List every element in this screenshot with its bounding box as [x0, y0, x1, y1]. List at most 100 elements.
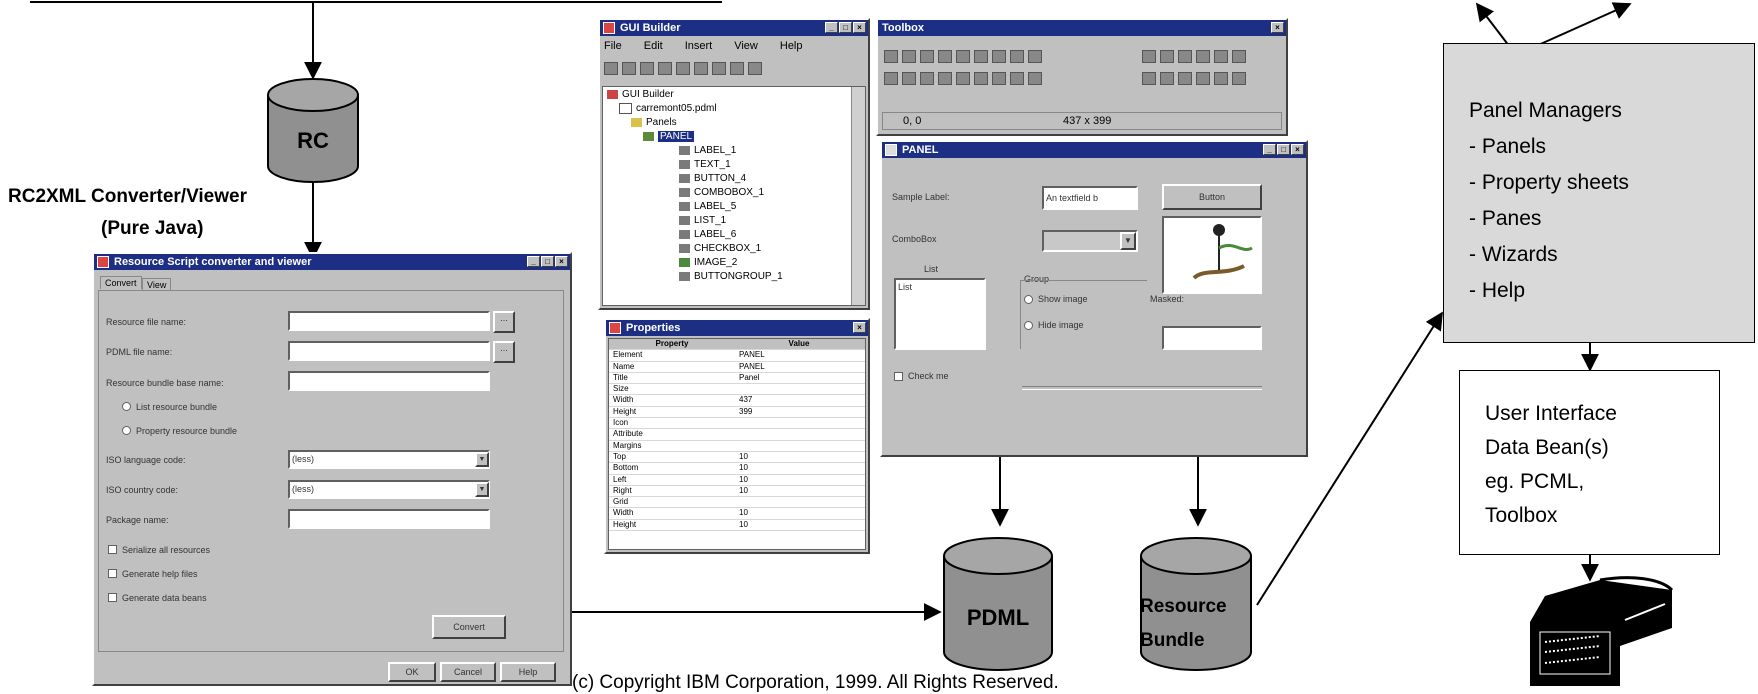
sample-textfield[interactable]: An textfield b — [1042, 186, 1138, 210]
menu-edit[interactable]: Edit — [643, 40, 663, 52]
ok-button[interactable]: OK — [388, 662, 436, 682]
tab-convert[interactable]: Convert — [100, 276, 142, 289]
align-right-icon[interactable] — [1178, 50, 1192, 63]
tab-view[interactable]: View — [142, 278, 172, 291]
tree-item[interactable]: carremont05.pdml — [619, 103, 717, 114]
tree-item[interactable]: GUI Builder — [607, 89, 674, 100]
size-height-icon[interactable] — [1160, 72, 1174, 85]
properties-row[interactable]: Icon — [609, 418, 865, 430]
bundle-base-input[interactable] — [288, 371, 490, 391]
tree-item[interactable]: Panels — [631, 117, 677, 128]
copy-icon[interactable] — [676, 62, 690, 75]
save-icon[interactable] — [640, 62, 654, 75]
iso-country-select[interactable]: (less) — [288, 480, 490, 499]
space-v-icon[interactable] — [1196, 72, 1210, 85]
delete-icon[interactable] — [748, 62, 762, 75]
new-icon[interactable] — [604, 62, 618, 75]
maximize-button[interactable]: □ — [1277, 144, 1290, 155]
property-bundle-radio[interactable] — [122, 426, 131, 435]
package-name-input[interactable] — [288, 509, 490, 529]
masked-field[interactable] — [1162, 326, 1262, 350]
paste-icon[interactable] — [694, 62, 708, 75]
data-beans-checkbox[interactable] — [108, 593, 117, 602]
cut-icon[interactable] — [658, 62, 672, 75]
hide-image-radio[interactable] — [1024, 321, 1033, 330]
tree-item[interactable]: IMAGE_2 — [679, 257, 737, 268]
close-button[interactable]: × — [555, 256, 568, 267]
menu-file[interactable]: File — [604, 40, 622, 52]
sample-list[interactable]: List — [894, 278, 986, 350]
maximize-button[interactable]: □ — [839, 22, 852, 33]
align-center-icon[interactable] — [1160, 50, 1174, 63]
show-image-radio[interactable] — [1024, 295, 1033, 304]
tree-item[interactable]: TEXT_1 — [679, 159, 731, 170]
list-bundle-radio[interactable] — [122, 402, 131, 411]
tree-scrollbar[interactable] — [851, 87, 865, 305]
properties-row[interactable]: Size — [609, 384, 865, 396]
label-tool-icon[interactable] — [902, 50, 916, 63]
help-button[interactable]: Help — [500, 662, 556, 682]
size-width-icon[interactable] — [1142, 72, 1156, 85]
close-button[interactable]: × — [853, 322, 866, 333]
sample-button[interactable]: Button — [1162, 184, 1262, 210]
chevron-down-icon[interactable]: ▼ — [1120, 232, 1136, 250]
grid-icon[interactable] — [1214, 72, 1228, 85]
group-tool-icon[interactable] — [884, 72, 898, 85]
convert-button[interactable]: Convert — [432, 615, 506, 639]
radio-tool-icon[interactable] — [992, 50, 1006, 63]
resource-file-browse-button[interactable]: ... — [493, 311, 515, 333]
slider-tool-icon[interactable] — [938, 72, 952, 85]
table-tool-icon[interactable] — [920, 72, 934, 85]
spinner-tool-icon[interactable] — [956, 72, 970, 85]
properties-row[interactable]: Grid — [609, 497, 865, 509]
iso-language-select[interactable]: (less) — [288, 450, 490, 469]
align-icon[interactable] — [730, 62, 744, 75]
serialize-checkbox[interactable] — [108, 545, 117, 554]
menu-view[interactable]: View — [734, 40, 758, 52]
close-button[interactable]: × — [853, 22, 866, 33]
tree-item[interactable]: LABEL_1 — [679, 145, 736, 156]
menu-help[interactable]: Help — [779, 40, 803, 52]
tip-icon[interactable] — [1232, 72, 1246, 85]
sample-combobox[interactable] — [1042, 230, 1138, 252]
pdml-file-browse-button[interactable]: ... — [493, 341, 515, 363]
help-files-checkbox[interactable] — [108, 569, 117, 578]
maximize-button[interactable]: □ — [541, 256, 554, 267]
properties-row[interactable]: Margins — [609, 441, 865, 452]
space-h-icon[interactable] — [1178, 72, 1192, 85]
minimize-button[interactable]: _ — [1263, 144, 1276, 155]
toolbar-tool-icon[interactable] — [1028, 72, 1042, 85]
minimize-button[interactable]: _ — [527, 256, 540, 267]
button-tool-icon[interactable] — [938, 50, 952, 63]
help-tool-icon[interactable] — [1232, 50, 1246, 63]
text-tool-icon[interactable] — [920, 50, 934, 63]
tree-item[interactable]: LIST_1 — [679, 215, 726, 226]
pane-tool-icon[interactable] — [992, 72, 1006, 85]
open-icon[interactable] — [622, 62, 636, 75]
tree-item[interactable]: LABEL_5 — [679, 201, 736, 212]
chevron-down-icon[interactable]: ▼ — [475, 482, 489, 497]
preview-icon[interactable] — [712, 62, 726, 75]
menu-insert[interactable]: Insert — [684, 40, 713, 52]
align-top-icon[interactable] — [1196, 50, 1210, 63]
tree-item[interactable]: COMBOBOX_1 — [679, 187, 764, 198]
close-button[interactable]: × — [1271, 22, 1284, 33]
tree-item[interactable]: LABEL_6 — [679, 229, 736, 240]
checkbox-tool-icon[interactable] — [1010, 50, 1024, 63]
tab-tool-icon[interactable] — [974, 72, 988, 85]
minimize-button[interactable]: _ — [825, 22, 838, 33]
pointer-icon[interactable] — [884, 50, 898, 63]
pdml-file-input[interactable] — [288, 341, 490, 361]
chevron-down-icon[interactable]: ▼ — [475, 452, 489, 467]
